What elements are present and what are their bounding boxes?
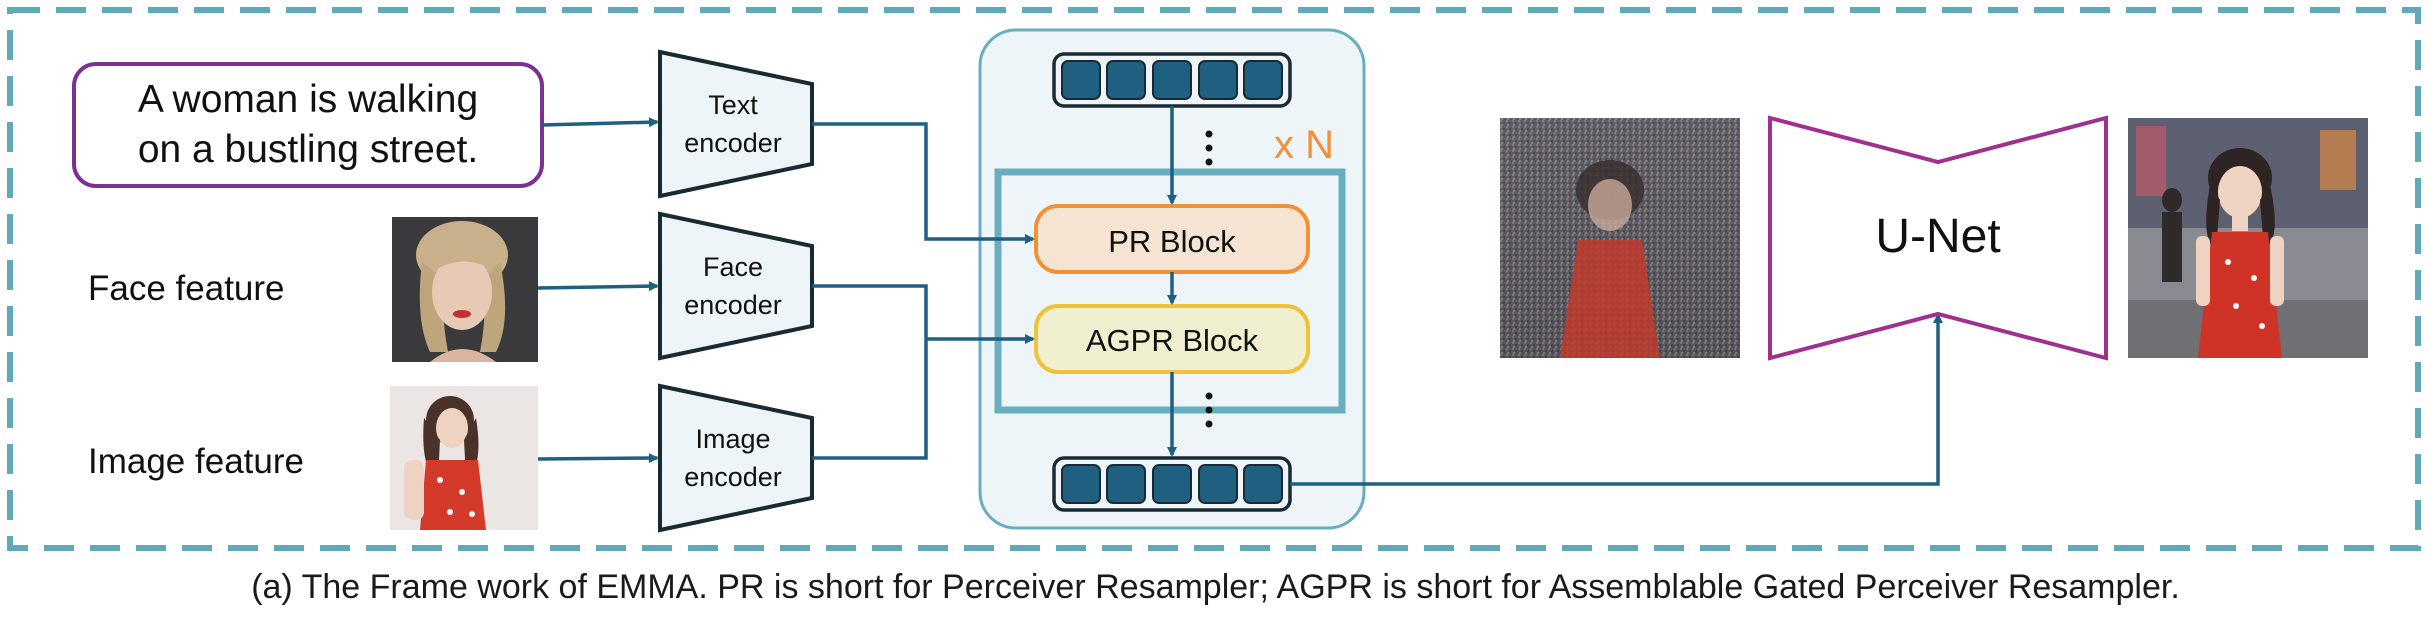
image-encoder: Image encoder <box>658 383 814 533</box>
token <box>1061 60 1101 100</box>
text-encoder-label-line1: Text <box>708 90 758 120</box>
unet-label: U-Net <box>1875 210 2000 263</box>
token <box>1106 60 1146 100</box>
agpr-block-label: AGPR Block <box>1086 323 1259 358</box>
arrow-image-encoder-to-agpr <box>812 339 928 460</box>
arrow-text-encoder-to-pr-block <box>812 122 1035 244</box>
output-tokens-bottom <box>1052 456 1292 512</box>
outer-dashed-frame <box>7 7 2421 551</box>
arrow-image-to-image-encoder <box>537 453 659 464</box>
token <box>1152 60 1192 100</box>
image-encoder-label-line2: encoder <box>684 462 782 492</box>
ellipsis-top <box>1205 130 1213 166</box>
text-encoder-label-line2: encoder <box>684 128 782 158</box>
face-feature-label: Face feature <box>88 269 285 308</box>
face-encoder-label-line1: Face <box>703 252 763 282</box>
image-encoder-label-line1: Image <box>695 424 770 454</box>
token <box>1198 60 1238 100</box>
ellipsis-bottom <box>1205 392 1213 428</box>
face-encoder-label-line2: encoder <box>684 290 782 320</box>
figure-caption: (a) The Frame work of EMMA. PR is short … <box>251 568 2180 606</box>
image-feature-label: Image feature <box>88 442 304 481</box>
arrow-prompt-to-text-encoder <box>541 117 659 128</box>
unet-shape <box>1768 115 2108 361</box>
noisy-input-image <box>1500 118 1740 358</box>
arrow-tokens-to-unet <box>1290 313 1943 486</box>
text-prompt-line2: on a bustling street. <box>138 128 478 171</box>
token <box>1106 464 1146 504</box>
face-photo <box>392 217 538 362</box>
token <box>1198 464 1238 504</box>
generated-output-image <box>2128 118 2368 358</box>
query-tokens-top <box>1052 52 1292 108</box>
text-prompt-line1: A woman is walking <box>138 78 478 121</box>
token <box>1243 464 1283 504</box>
repeat-label: x N <box>1274 123 1334 167</box>
token <box>1152 464 1192 504</box>
reference-photo <box>390 386 538 530</box>
arrow-face-to-face-encoder <box>537 281 659 292</box>
arrow-face-encoder-to-agpr <box>812 284 928 339</box>
token <box>1061 464 1101 504</box>
repeated-block-frame <box>994 168 1346 414</box>
pr-block-label: PR Block <box>1108 224 1236 259</box>
face-encoder: Face encoder <box>658 211 814 361</box>
token <box>1243 60 1283 100</box>
text-encoder: Text encoder <box>658 49 814 199</box>
